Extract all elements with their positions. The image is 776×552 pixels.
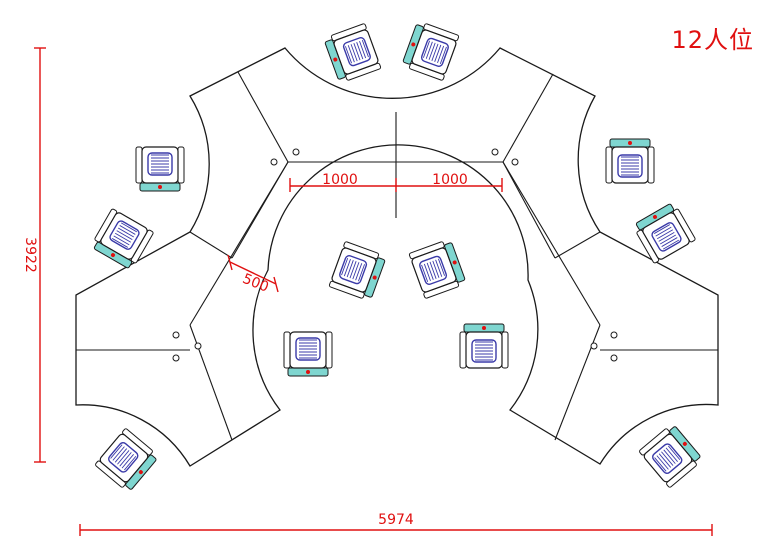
chair-icon — [635, 203, 696, 264]
chair-icon — [324, 23, 382, 81]
dimension-segments: 1000 1000 — [289, 172, 503, 192]
chairs-group — [93, 23, 701, 490]
dimension-segment-right-label: 1000 — [432, 172, 468, 188]
chair-icon — [639, 426, 701, 488]
desk-cluster-outline — [75, 47, 719, 467]
chair-icon — [459, 323, 509, 369]
desk-seams — [76, 71, 718, 441]
dimension-segment-left-label: 1000 — [322, 172, 358, 188]
dimension-width-label: 5974 — [378, 512, 414, 528]
chair-icon — [283, 331, 333, 377]
dimension-depth-label: 3922 — [22, 237, 38, 273]
chair-icon — [95, 428, 157, 490]
grommet-holes — [172, 148, 618, 362]
dimension-depth: 3922 — [22, 47, 46, 463]
page-title: 12人位 — [671, 26, 754, 54]
chair-icon — [408, 241, 466, 299]
chair-icon — [402, 23, 460, 81]
chair-icon — [605, 138, 655, 184]
chair-icon — [93, 208, 154, 269]
chair-icon — [328, 241, 386, 299]
dimension-width: 5974 — [79, 512, 713, 536]
chair-icon — [135, 146, 185, 192]
